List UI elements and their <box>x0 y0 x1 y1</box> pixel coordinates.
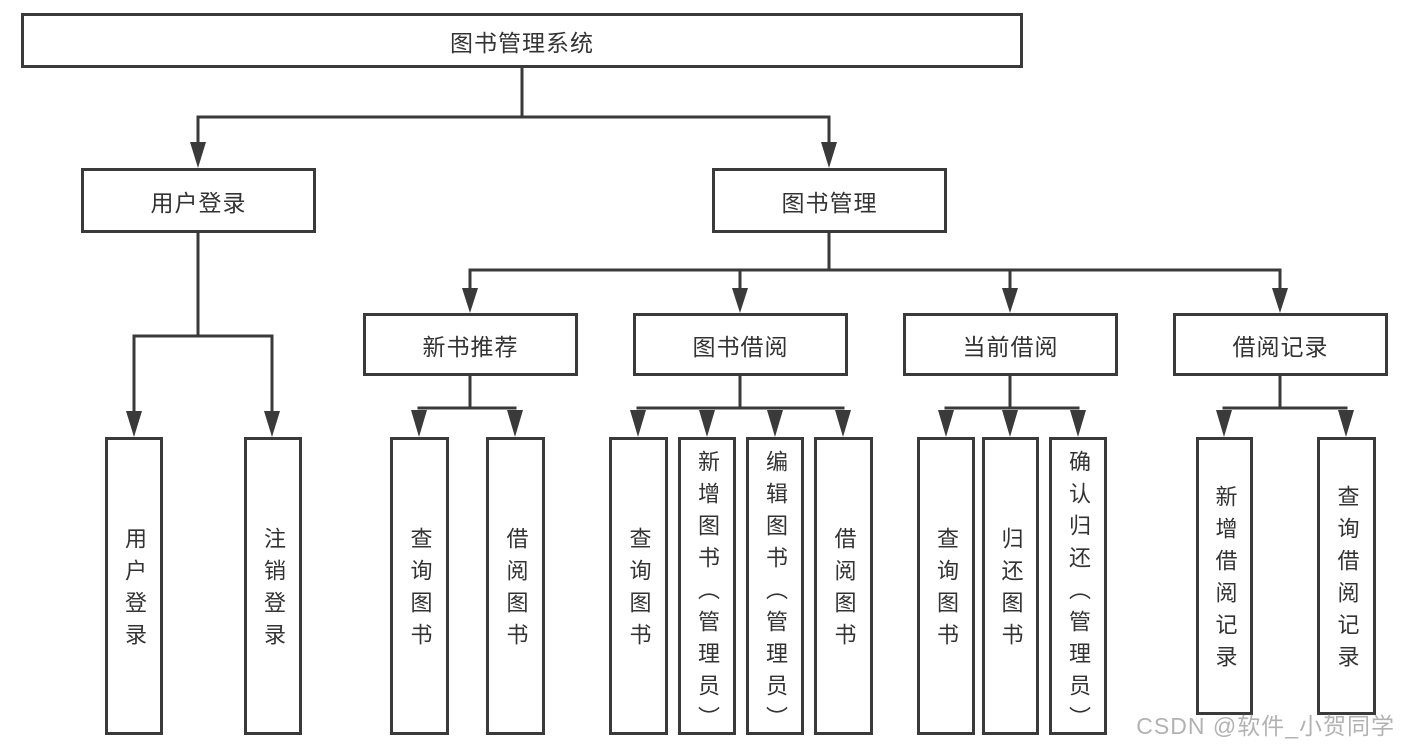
node-user-login: 用户登录 <box>81 168 316 233</box>
node-borrowing-records: 借阅记录 <box>1173 313 1388 376</box>
node-current-borrowing: 当前借阅 <box>903 313 1118 376</box>
leaf-br-query-record: 查询借阅记录 <box>1317 437 1376 715</box>
node-new-book-recommendation: 新书推荐 <box>363 313 578 376</box>
leaf-logout: 注销登录 <box>244 437 302 735</box>
connector-user-login-children <box>126 233 280 437</box>
node-book-management: 图书管理 <box>712 168 947 233</box>
leaf-br-add-record: 新增借阅记录 <box>1196 437 1253 715</box>
leaf-bb-borrow-books: 借阅图书 <box>814 437 873 735</box>
leaf-cb-confirm-return-admin-label: 确认归还（管理员） <box>1066 450 1091 738</box>
leaf-br-add-record-label: 新增借阅记录 <box>1212 485 1238 677</box>
leaf-bb-borrow-books-label: 借阅图书 <box>831 527 857 655</box>
leaf-bb-query-books-label: 查询图书 <box>626 527 652 655</box>
leaf-cb-confirm-return-admin: 确认归还（管理员） <box>1049 437 1107 738</box>
leaf-nbr-query-books: 查询图书 <box>390 437 449 735</box>
leaf-bb-edit-books-admin: 编辑图书（管理员） <box>746 437 804 738</box>
leaf-bb-query-books: 查询图书 <box>609 437 668 735</box>
watermark: CSDN @软件_小贺同学 <box>1136 713 1395 739</box>
connector-root-to-level2 <box>190 68 837 168</box>
leaf-bb-add-books-admin: 新增图书（管理员） <box>678 437 736 738</box>
leaf-user-login-label: 用户登录 <box>122 527 147 655</box>
leaf-bb-edit-books-admin-label: 编辑图书（管理员） <box>763 450 788 738</box>
leaf-nbr-borrow-books-label: 借阅图书 <box>503 527 529 655</box>
leaf-cb-query-books-label: 查询图书 <box>934 527 959 655</box>
leaf-br-query-record-label: 查询借阅记录 <box>1334 485 1360 677</box>
node-book-borrowing: 图书借阅 <box>633 313 848 376</box>
leaf-user-login: 用户登录 <box>105 437 163 735</box>
leaf-cb-query-books: 查询图书 <box>917 437 975 735</box>
leaf-logout-label: 注销登录 <box>261 527 286 655</box>
leaf-nbr-borrow-books: 借阅图书 <box>486 437 545 735</box>
leaf-cb-return-books: 归还图书 <box>982 437 1039 735</box>
connector-new-book-recommendation-children <box>411 376 523 437</box>
node-root: 图书管理系统 <box>21 13 1023 68</box>
connector-book-borrowing-children <box>630 376 851 437</box>
connector-current-borrowing-children <box>938 376 1086 437</box>
leaf-nbr-query-books-label: 查询图书 <box>407 527 433 655</box>
connector-borrowing-records-children <box>1216 376 1354 437</box>
leaf-bb-add-books-admin-label: 新增图书（管理员） <box>695 450 720 738</box>
leaf-cb-return-books-label: 归还图书 <box>998 527 1024 655</box>
connector-book-management-children <box>462 233 1288 313</box>
